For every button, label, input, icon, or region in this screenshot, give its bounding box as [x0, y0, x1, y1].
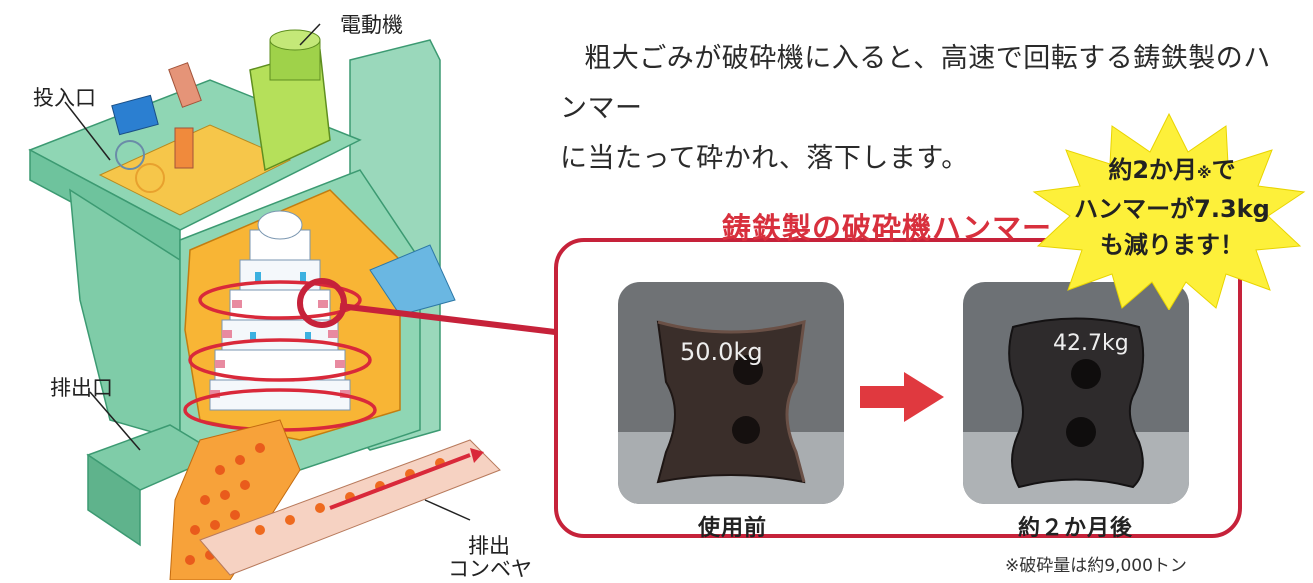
description-line2: に当たって砕かれ、落下します。 [560, 143, 969, 174]
inlet-label: 投入口 [33, 86, 96, 110]
before-hammer-photo: 50.0kg [618, 282, 844, 504]
conveyor-label-line2: コンベヤ [448, 557, 532, 581]
after-weight-marking: 42.7kg [1053, 331, 1129, 356]
conveyor-label-line1: 排出 [468, 534, 510, 558]
before-weight-marking: 50.0kg [680, 338, 763, 366]
starburst-callout [1032, 112, 1306, 310]
hammer-title: 鋳鉄製の破砕機ハンマー [722, 211, 1053, 245]
description-line1: 粗大ごみが破砕機に入ると、高速で回転する鋳鉄製のハンマー [560, 43, 1271, 124]
burst-text: 約2か月※で ハンマーが7.3kg も減ります！ [1052, 152, 1292, 263]
burst-line1: 約2か月※で [1108, 156, 1236, 184]
crusher-machine-illustration [28, 23, 501, 580]
after-hammer-photo: 42.7kg [963, 282, 1189, 504]
zoom-connector [339, 303, 556, 335]
description: 粗大ごみが破砕機に入ると、高速で回転する鋳鉄製のハンマー に当たって砕かれ、落下… [560, 34, 1280, 184]
before-label: 使用前 [698, 516, 768, 541]
motor-label: 電動機 [340, 13, 403, 37]
arrow-right-icon [860, 372, 944, 422]
burst-line3: も減ります！ [1100, 231, 1244, 259]
footnote: ※破砕量は約9,000トン [1005, 556, 1187, 576]
after-label: 約２か月後 [1018, 516, 1134, 541]
outlet-label: 排出口 [50, 376, 113, 400]
burst-line2: ハンマーが7.3kg [1074, 195, 1270, 223]
